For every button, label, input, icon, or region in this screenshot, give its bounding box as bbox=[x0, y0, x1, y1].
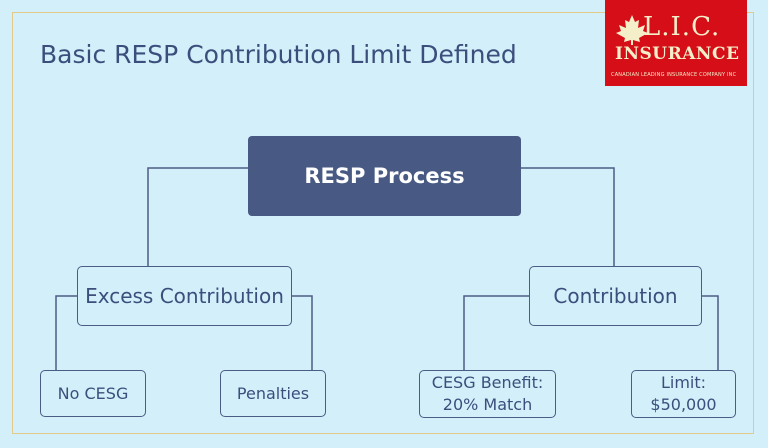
node-label-line1: CESG Benefit: bbox=[431, 373, 544, 392]
logo-tagline: CANADIAN LEADING INSURANCE COMPANY INC bbox=[611, 72, 737, 78]
node-label-line1: Limit: bbox=[660, 373, 707, 392]
node-no-cesg: No CESG bbox=[40, 370, 146, 417]
node-label: RESP Process bbox=[304, 164, 465, 188]
decorative-frame bbox=[12, 12, 754, 434]
node-label-line2: $50,000 bbox=[650, 395, 717, 414]
node-label: Excess Contribution bbox=[85, 284, 284, 308]
edge-excess-penalties bbox=[292, 295, 313, 370]
maple-leaf-icon bbox=[616, 15, 648, 45]
edge-excess-no-cesg bbox=[55, 295, 77, 370]
edge-contribution-limit bbox=[702, 295, 719, 370]
edge-contribution-cesg bbox=[463, 295, 529, 370]
node-resp-process: RESP Process bbox=[248, 136, 521, 216]
company-logo: L.I.C. INSURANCE CANADIAN LEADING INSURA… bbox=[605, 0, 747, 86]
edge-root-contribution bbox=[521, 167, 615, 266]
page-title: Basic RESP Contribution Limit Defined bbox=[40, 40, 517, 69]
node-label-line2: 20% Match bbox=[442, 395, 533, 414]
node-excess-contribution: Excess Contribution bbox=[77, 266, 292, 326]
node-label: No CESG bbox=[57, 383, 129, 403]
node-cesg-benefit: CESG Benefit: 20% Match bbox=[419, 370, 556, 418]
node-contribution: Contribution bbox=[529, 266, 702, 326]
node-label: Penalties bbox=[236, 383, 310, 403]
edge-root-excess bbox=[147, 167, 248, 266]
node-label: Contribution bbox=[553, 284, 678, 308]
logo-name: L.I.C. bbox=[643, 12, 721, 42]
node-limit: Limit: $50,000 bbox=[631, 370, 736, 418]
logo-word: INSURANCE bbox=[615, 44, 740, 64]
node-penalties: Penalties bbox=[220, 370, 326, 417]
